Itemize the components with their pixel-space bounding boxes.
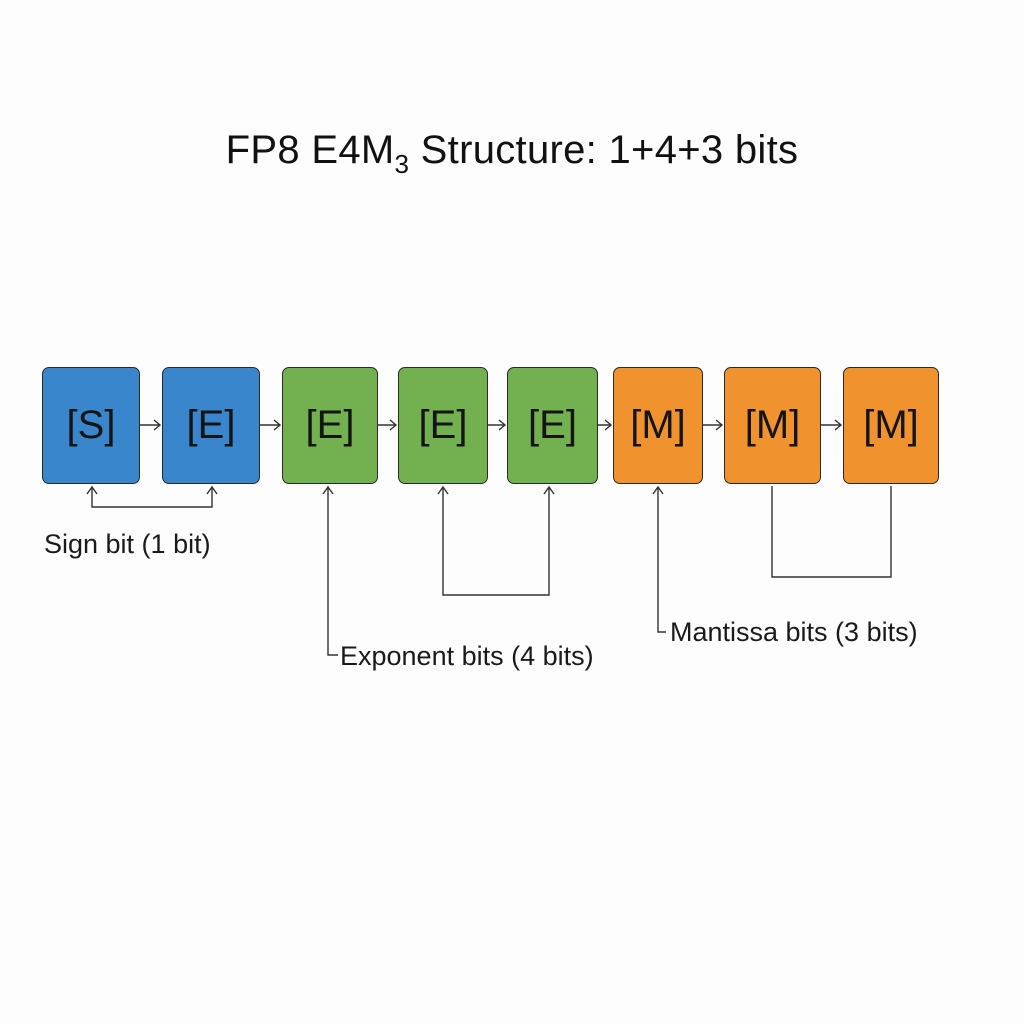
exponent-leader — [322, 485, 338, 656]
bit-box-mantissa-1: [M] — [613, 367, 703, 484]
bit-box-sign: [S] — [42, 367, 140, 484]
bit-box-mantissa-3: [M] — [843, 367, 939, 484]
bit-label: [E] — [528, 403, 577, 447]
bit-label: [M] — [744, 403, 801, 447]
bit-label: [E] — [418, 403, 468, 447]
sequence-arrows — [140, 419, 843, 431]
bit-label: [E] — [186, 403, 236, 447]
bit-box-mantissa-2: [M] — [724, 367, 821, 484]
title-suffix: Structure: 1+4+3 bits — [409, 128, 799, 172]
exponent-bracket — [437, 485, 555, 596]
mantissa-annotation: Mantissa bits (3 bits) — [670, 617, 918, 647]
exponent-annotation: Exponent bits (4 bits) — [340, 641, 594, 671]
bit-label: [S] — [66, 403, 116, 447]
bit-label: [E] — [305, 403, 355, 447]
bit-label: [M] — [630, 403, 686, 447]
sign-annotation: Sign bit (1 bit) — [44, 529, 211, 559]
bit-box-exponent-1: [E] — [162, 367, 260, 484]
bit-box-exponent-2: [E] — [282, 367, 378, 484]
bit-label: [M] — [863, 403, 919, 447]
mantissa-leader — [652, 485, 666, 633]
sign-bracket — [86, 485, 218, 508]
mantissa-bracket — [771, 486, 892, 578]
bit-box-exponent-3: [E] — [398, 367, 488, 484]
bit-box-exponent-4: [E] — [507, 367, 598, 484]
title-subscript: 3 — [394, 149, 410, 179]
diagram-title: FP8 E4M3 Structure: 1+4+3 bits — [0, 128, 1024, 180]
title-text: FP8 E4M — [225, 128, 395, 172]
